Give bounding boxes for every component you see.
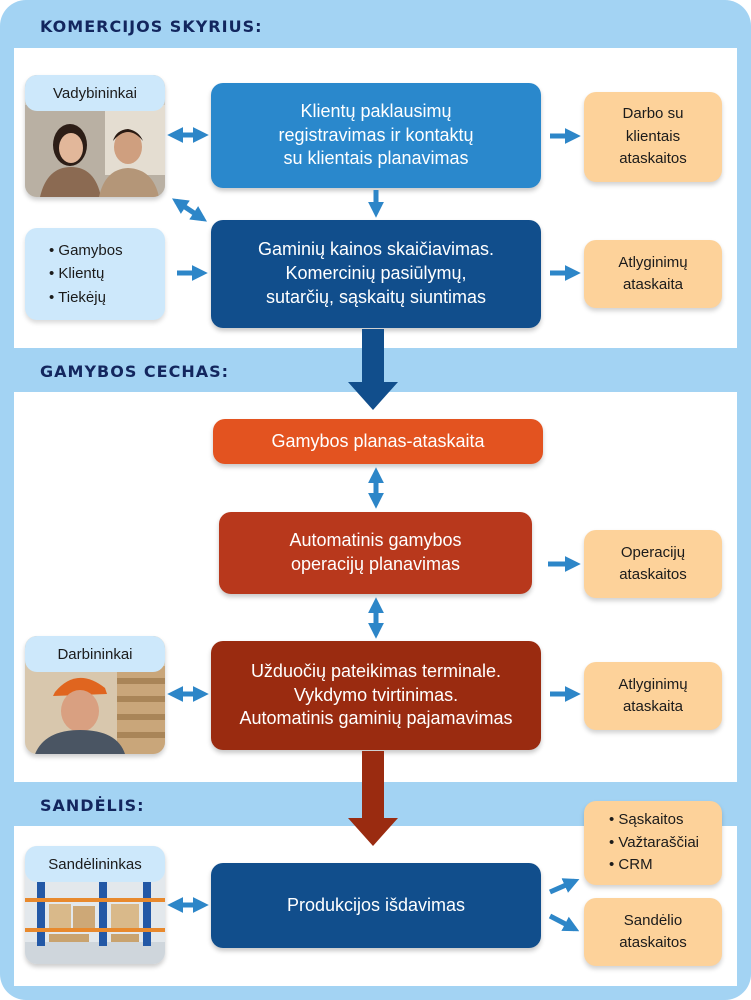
managers-card: Vadybininkai — [25, 75, 165, 197]
sources-card: Gamybos Klientų Tiekėjų — [25, 228, 165, 320]
workers-card: Darbininkai — [25, 636, 165, 754]
client-requests-box: Klientų paklausimų registravimas ir kont… — [211, 83, 541, 188]
terminal-box: Užduočių pateikimas terminale. Vykdymo t… — [211, 641, 541, 750]
workers-label: Darbininkai — [25, 636, 165, 672]
warehouse-keeper-card: Sandėlininkas — [25, 846, 165, 964]
documents-list: Sąskaitos Važtaraščiai CRM — [607, 809, 699, 877]
auto-planning-box: Automatinis gamybos operacijų planavimas — [219, 512, 532, 594]
warehouse-report: Sandėlio ataskaitos — [584, 898, 722, 966]
salary-report-production: Atlyginimų ataskaita — [584, 662, 722, 730]
source-item: Tiekėjų — [49, 286, 123, 309]
section-title-production: GAMYBOS CECHAS: — [40, 362, 230, 381]
production-plan-box: Gamybos planas-ataskaita — [213, 419, 543, 464]
section-title-warehouse: SANDĖLIS: — [40, 796, 145, 815]
document-item: Važtaraščiai — [609, 832, 699, 855]
operations-report: Operacijų ataskaitos — [584, 530, 722, 598]
salary-report-commercial-text: Atlyginimų ataskaita — [618, 253, 688, 294]
document-item: CRM — [609, 854, 699, 877]
pricing-text: Gaminių kainos skaičiavimas. Komercinių … — [257, 239, 495, 307]
documents-report: Sąskaitos Važtaraščiai CRM — [584, 801, 722, 885]
product-issue-box: Produkcijos išdavimas — [211, 863, 541, 948]
section-title-commercial: KOMERCIJOS SKYRIUS: — [40, 17, 263, 36]
client-requests-text: Klientų paklausimų registravimas ir kont… — [278, 100, 474, 169]
salary-report-production-text: Atlyginimų ataskaita — [618, 675, 688, 716]
document-item: Sąskaitos — [609, 809, 699, 832]
client-work-report: Darbo su klientais ataskaitos — [584, 92, 722, 182]
pricing-box: Gaminių kainos skaičiavimas. Komercinių … — [211, 220, 541, 328]
source-item: Gamybos — [49, 239, 122, 262]
product-issue-text: Produkcijos išdavimas — [286, 894, 466, 915]
sources-list: Gamybos Klientų Tiekėjų — [25, 239, 123, 309]
client-work-report-text: Darbo su klientais ataskaitos — [619, 105, 687, 168]
operations-report-text: Operacijų ataskaitos — [619, 543, 687, 584]
production-plan-text: Gamybos planas-ataskaita — [271, 430, 485, 451]
auto-planning-text: Automatinis gamybos operacijų planavimas — [289, 530, 462, 574]
salary-report-commercial: Atlyginimų ataskaita — [584, 240, 722, 308]
terminal-text: Užduočių pateikimas terminale. Vykdymo t… — [239, 660, 513, 729]
managers-label: Vadybininkai — [25, 75, 165, 111]
warehouse-keeper-label: Sandėlininkas — [25, 846, 165, 882]
warehouse-report-text: Sandėlio ataskaitos — [619, 911, 687, 952]
source-item: Klientų — [49, 262, 123, 285]
